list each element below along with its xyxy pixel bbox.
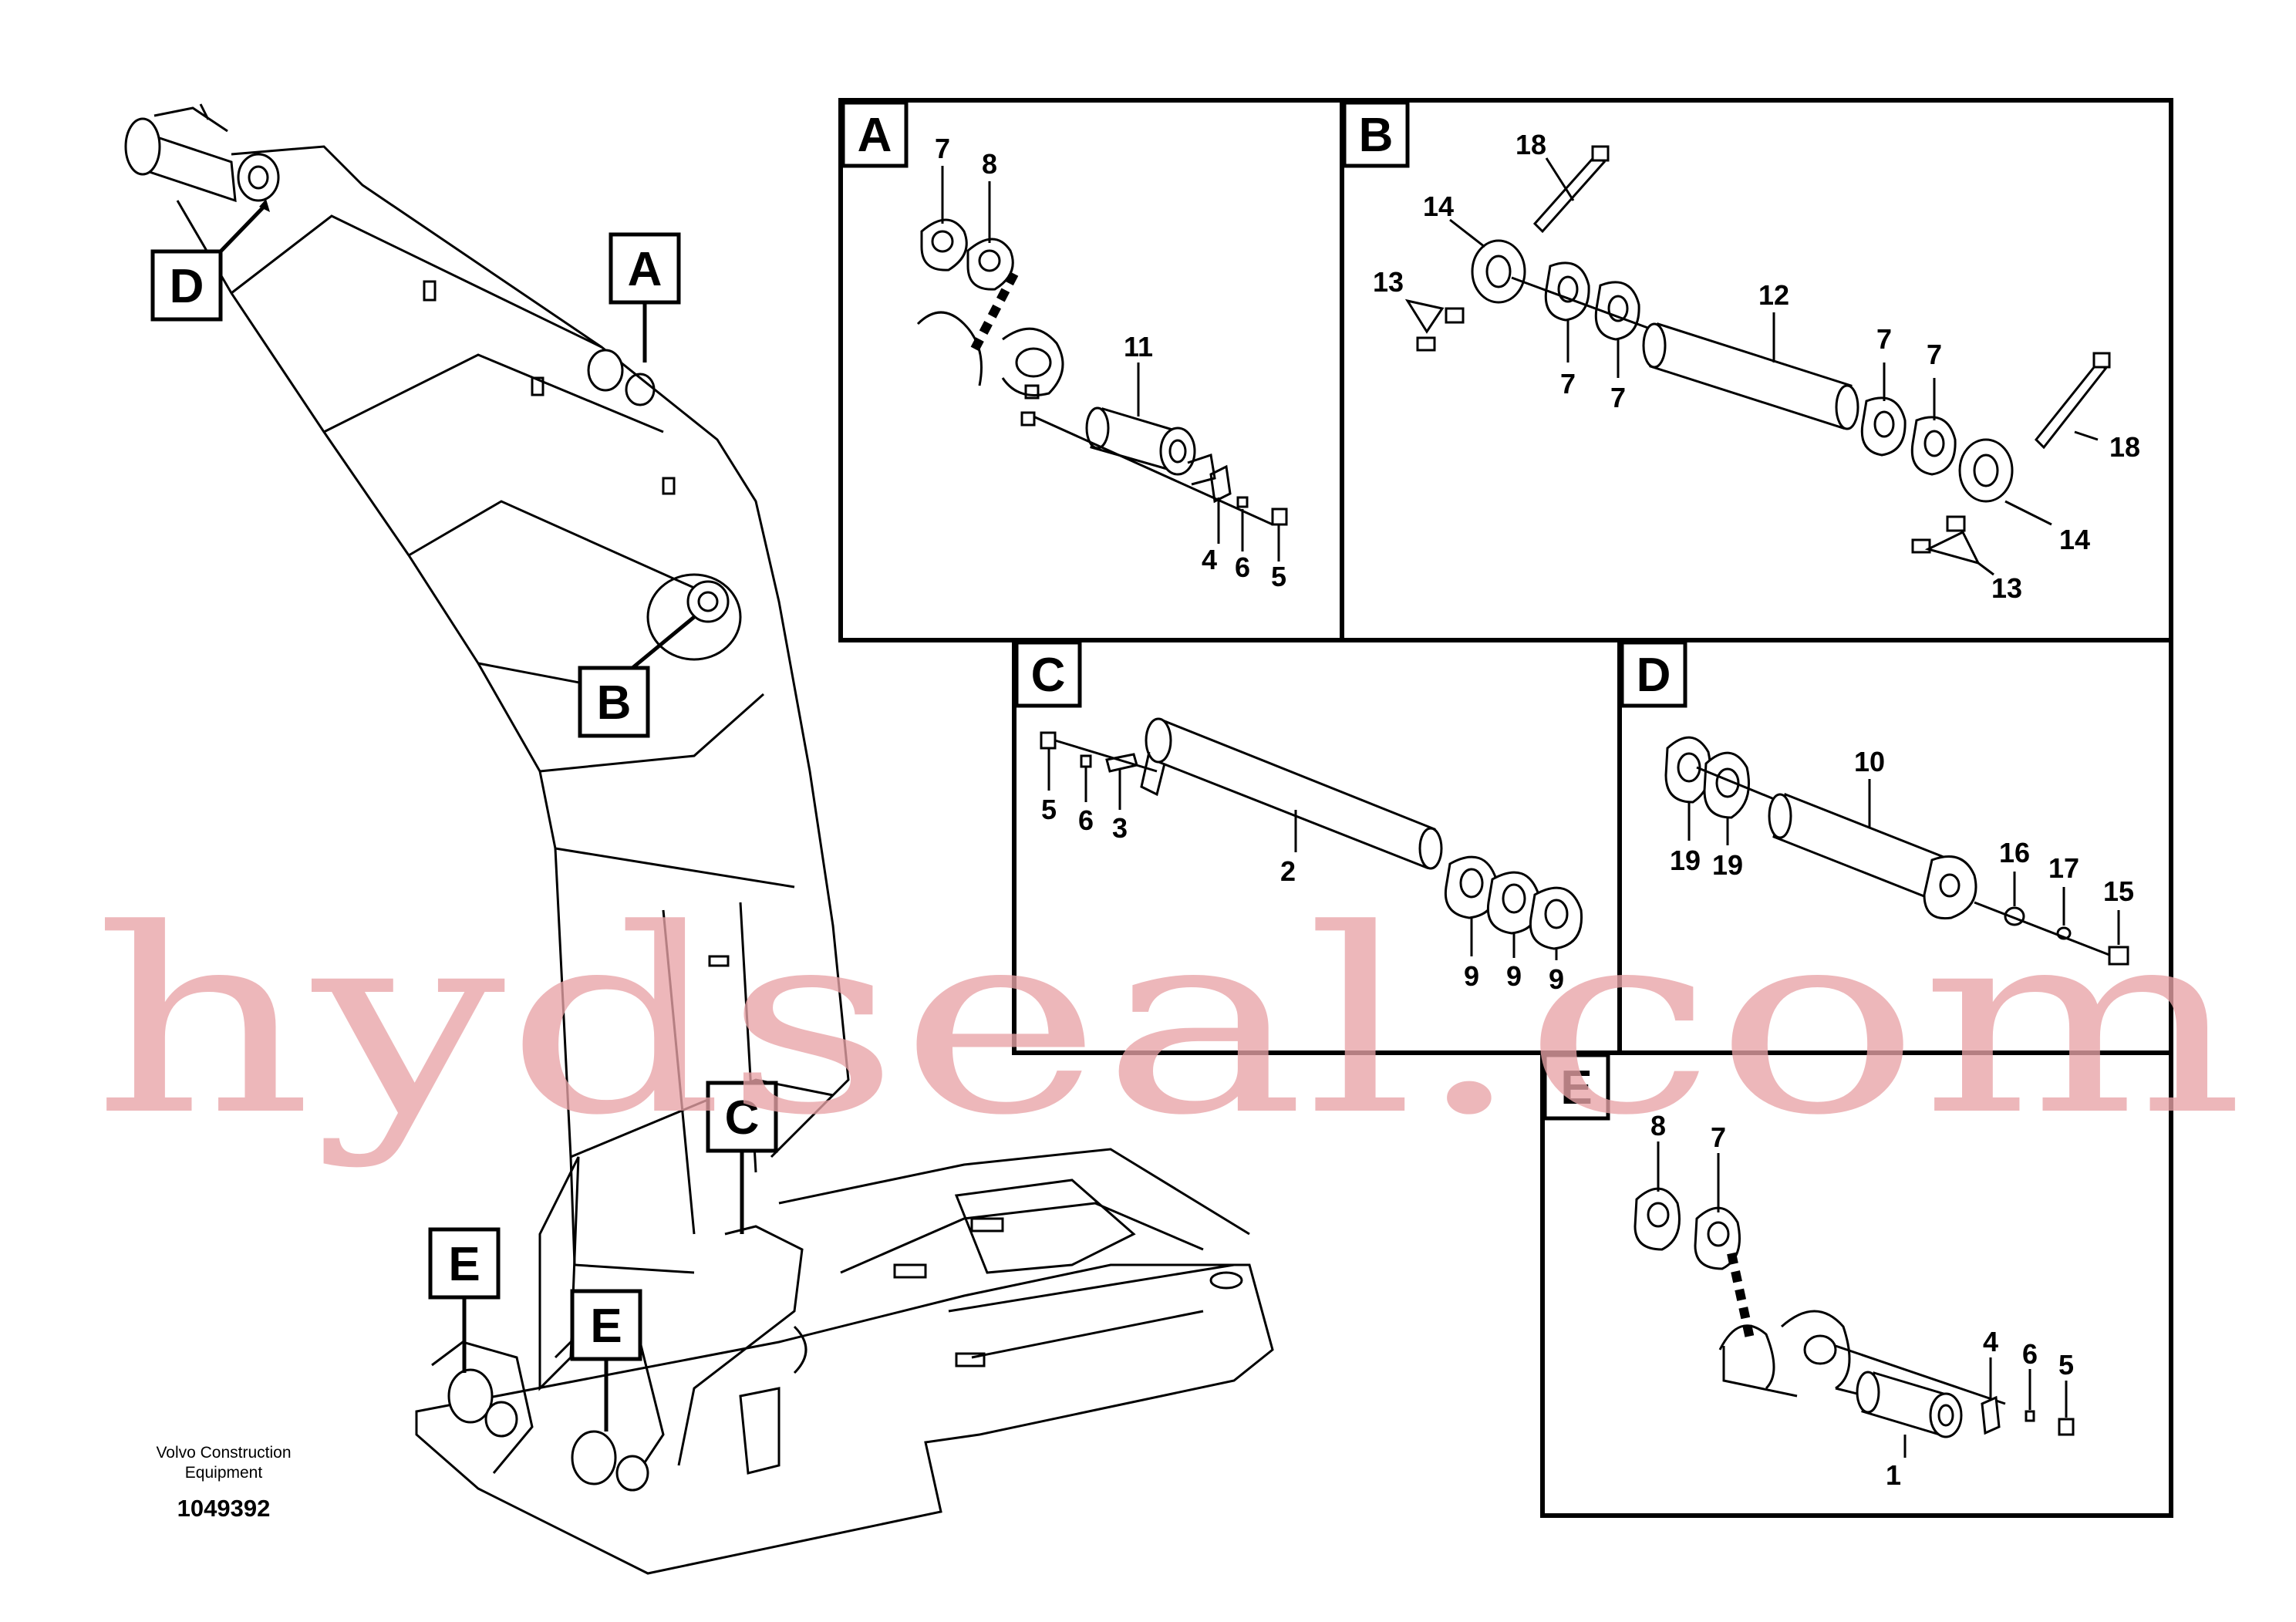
callout-a-7: 7	[935, 133, 950, 164]
callout-a-5: 5	[1271, 561, 1286, 592]
callout-c-2: 2	[1280, 855, 1296, 887]
watermark-text: hydseal.com	[93, 875, 2244, 1171]
callout-e-6: 6	[2022, 1338, 2038, 1370]
overview-marker-c: C	[706, 1081, 778, 1234]
callout-e-5: 5	[2058, 1349, 2074, 1381]
svg-text:C: C	[725, 1091, 760, 1145]
company-name-line2: Equipment	[185, 1464, 263, 1482]
callout-b-7-a: 7	[1560, 368, 1576, 400]
callout-c-9-a: 9	[1464, 960, 1479, 992]
callout-e-7: 7	[1711, 1121, 1726, 1153]
panel-label-b: B	[1359, 109, 1394, 162]
callout-a-6: 6	[1235, 551, 1250, 583]
callout-e-4: 4	[1983, 1326, 1998, 1357]
drawing-footer: Volvo Construction Equipment 1049392	[156, 1444, 291, 1522]
overview-marker-d: D	[150, 199, 270, 322]
callout-b-7-b: 7	[1610, 382, 1626, 413]
panel-label-a: A	[858, 109, 892, 162]
callout-b-14-bottom: 14	[2059, 524, 2090, 555]
callout-c-9-c: 9	[1549, 963, 1564, 995]
callout-c-9-b: 9	[1506, 960, 1522, 992]
svg-text:D: D	[170, 260, 204, 313]
callout-e-8: 8	[1650, 1110, 1666, 1141]
callout-a-4: 4	[1202, 544, 1217, 575]
boom-overview-drawing	[124, 103, 1274, 1575]
callout-b-13-top: 13	[1373, 266, 1404, 298]
detail-panel-a: A 7 8 11 4 6 5	[838, 98, 1344, 642]
callout-c-6: 6	[1078, 804, 1094, 836]
callout-b-18-top: 18	[1515, 129, 1546, 160]
callout-a-8: 8	[982, 148, 997, 180]
callout-c-3: 3	[1112, 812, 1128, 844]
overview-marker-e-right: E	[570, 1289, 642, 1431]
svg-text:E: E	[590, 1300, 622, 1353]
callout-b-18-bottom: 18	[2109, 431, 2140, 463]
callout-d-15: 15	[2103, 875, 2134, 907]
callout-a-11: 11	[1124, 331, 1153, 363]
svg-text:B: B	[597, 676, 632, 730]
detail-panel-b: B	[1340, 98, 2173, 642]
svg-text:E: E	[448, 1238, 480, 1291]
callout-d-17: 17	[2048, 852, 2079, 884]
company-name-line1: Volvo Construction	[156, 1444, 291, 1462]
panel-label-c: C	[1031, 649, 1066, 702]
detail-panel-c: C 5 6 3 2 9 9 9	[1012, 638, 1622, 1055]
panel-label-e: E	[1560, 1061, 1592, 1114]
callout-b-7-d: 7	[1927, 339, 1942, 370]
overview-marker-b: B	[578, 615, 696, 738]
callout-d-10: 10	[1854, 746, 1885, 777]
panel-label-d: D	[1637, 649, 1671, 702]
callout-c-5: 5	[1041, 794, 1057, 825]
svg-text:A: A	[628, 243, 663, 296]
detail-panel-e: E 8 7 4 6 5 1	[1540, 1050, 2173, 1518]
callout-b-13-bottom: 13	[1991, 572, 2022, 604]
drawing-number: 1049392	[177, 1495, 271, 1522]
callout-e-1: 1	[1886, 1459, 1901, 1491]
callout-d-19-a: 19	[1670, 845, 1701, 876]
callout-b-14-top: 14	[1423, 191, 1454, 222]
callout-d-19-b: 19	[1712, 849, 1743, 881]
callout-d-16: 16	[1999, 837, 2030, 868]
overview-marker-a: A	[609, 232, 681, 363]
overview-marker-e-left: E	[428, 1227, 501, 1373]
callout-b-12: 12	[1758, 279, 1789, 311]
callout-b-7-c: 7	[1876, 323, 1892, 355]
